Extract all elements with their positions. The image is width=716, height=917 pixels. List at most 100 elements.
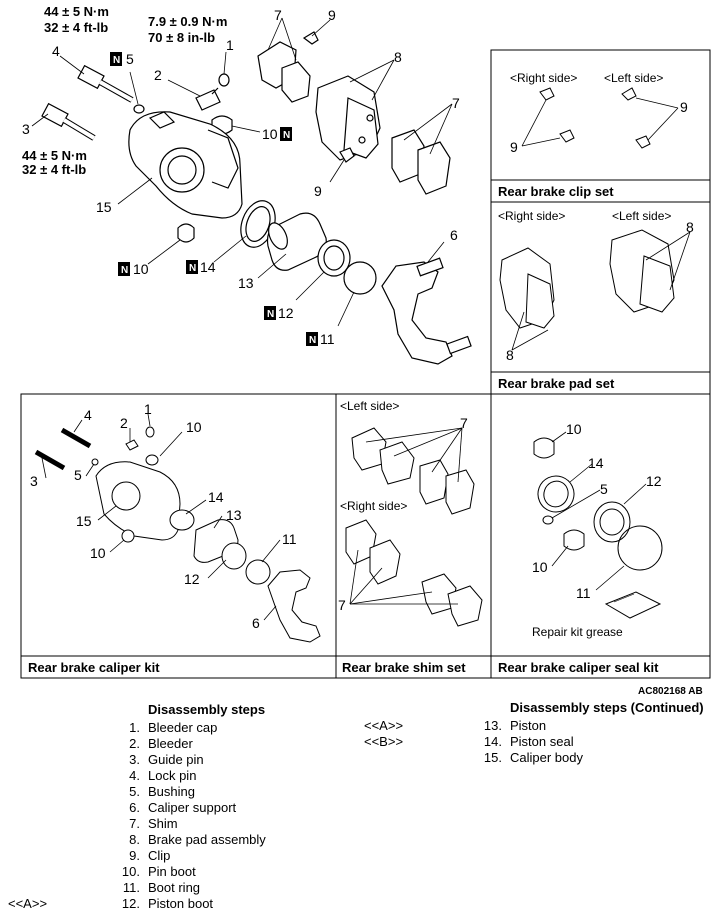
kit-callout-4: 4: [84, 407, 92, 423]
step-row: 9. Clip: [8, 848, 328, 864]
step-row: 8. Brake pad assembly: [8, 832, 328, 848]
callout-7-top: 7: [274, 7, 282, 23]
caliper-kit-drawings: [34, 426, 321, 643]
step-name: Bleeder cap: [148, 720, 218, 735]
caliper-kit-caption: Rear brake caliper kit: [28, 660, 160, 675]
step-name: Bleeder: [148, 736, 193, 751]
caliper-body-drawing: [128, 111, 243, 219]
step-ref: [8, 864, 108, 880]
callout-11: 11: [320, 331, 335, 347]
pad-callout-8-left: 8: [506, 347, 514, 363]
clip-callout-9-right: 9: [680, 99, 688, 115]
new-part-mark: [280, 127, 292, 141]
step-number: 8.: [129, 832, 140, 847]
clip-set-drawings: [539, 87, 651, 149]
seal-kit-labels: 10 14 5 12 10 11 Repair kit grease Rear …: [498, 421, 662, 675]
figure-id: AC802168 AB: [638, 686, 703, 697]
kit-callout-11: 11: [282, 531, 297, 547]
step-row: 6.Caliper support: [8, 800, 328, 816]
torque-4-ftlb: 32 ± 4 ft-lb: [44, 20, 108, 35]
clip-set-labels: <Right side> <Left side> 9 9 Rear brake …: [498, 71, 688, 199]
torque-3-ftlb: 32 ± 4 ft-lb: [22, 162, 86, 177]
caliper-support-drawing: [381, 257, 472, 365]
new-part-mark-text: N: [113, 55, 120, 66]
new-part-mark: [118, 262, 130, 276]
step-ref: [8, 720, 108, 736]
step-row: 11.Boot ring: [8, 880, 328, 896]
step-ref: [8, 768, 108, 784]
new-part-mark-text: N: [283, 130, 290, 141]
new-part-mark-text: N: [189, 263, 196, 274]
steps-right: Disassembly steps (Continued) <<A>> 13. Pi…: [364, 700, 714, 766]
new-part-mark: [306, 332, 318, 346]
kit-callout-1: 1: [144, 401, 152, 417]
steps-left-heading: Disassembly steps: [148, 702, 266, 717]
step-row: 7.Shim: [8, 816, 328, 832]
piston-drawing: [266, 212, 327, 271]
step-number: 14.: [483, 734, 502, 749]
step-number: 12.: [121, 896, 140, 911]
step-ref: [8, 832, 108, 848]
callout-5: 5: [126, 51, 134, 67]
step-name: Piston seal: [510, 734, 574, 749]
step-name: Shim: [148, 816, 178, 831]
shim-right-side-label: <Right side>: [340, 499, 407, 513]
step-name: Piston: [510, 718, 547, 733]
kit-callout-13: 13: [226, 507, 242, 523]
step-row: 1. Bleeder cap: [8, 720, 328, 736]
kit-callout-15: 15: [76, 513, 92, 529]
step-ref: <<A>>: [364, 718, 404, 733]
guide-pin-drawing: [41, 102, 96, 141]
callout-4: 4: [52, 43, 60, 59]
pad-callout-8-right: 8: [686, 219, 694, 235]
step-number: 9.: [129, 848, 140, 863]
kit-callout-3: 3: [30, 473, 38, 489]
seal-callout-14: 14: [588, 455, 604, 471]
step-name: Caliper body: [510, 750, 583, 765]
kit-row-panel: [20, 393, 711, 679]
shim-set-drawings: [345, 427, 483, 627]
kit-callout-2: 2: [120, 415, 128, 431]
shim-callout-7-top: 7: [460, 415, 468, 431]
pad-set-drawings: [499, 229, 675, 329]
pad-left-side-label: <Left side>: [612, 209, 671, 223]
step-number: 11.: [122, 880, 140, 895]
step-number: 1.: [129, 720, 140, 735]
seal-callout-12: 12: [646, 473, 662, 489]
step-ref: [8, 800, 108, 816]
kit-callout-6: 6: [252, 615, 260, 631]
callout-7-right: 7: [452, 95, 460, 111]
step-name: Clip: [148, 848, 171, 863]
main-labels: 44 ± 5 N·m 32 ± 4 ft-lb 7.9 ± 0.9 N·m 70…: [22, 4, 460, 347]
callout-12: 12: [278, 305, 294, 321]
step-ref: <<B>>: [364, 734, 404, 749]
repair-kit-grease-label: Repair kit grease: [532, 625, 623, 639]
shim-set-labels: <Left side> 7 <Right side> 7 Rear brake …: [338, 399, 468, 675]
kit-callout-5: 5: [74, 467, 82, 483]
kit-callout-14: 14: [208, 489, 224, 505]
callout-1: 1: [226, 37, 234, 53]
new-part-mark-text: N: [309, 335, 316, 346]
step-row: 15.Caliper body: [364, 750, 714, 766]
step-name: Piston boot: [148, 896, 214, 911]
steps-right-heading: Disassembly steps (Continued): [510, 700, 704, 715]
step-number: 5.: [129, 784, 140, 799]
callout-2: 2: [154, 67, 162, 83]
clip-callout-9-left: 9: [510, 139, 518, 155]
step-number: 13.: [483, 718, 502, 733]
clip-right-side-label: <Right side>: [510, 71, 577, 85]
step-ref: [8, 784, 108, 800]
seal-kit-drawings: [533, 437, 663, 619]
step-name: Brake pad assembly: [148, 832, 266, 847]
callout-10-top: 10: [262, 126, 278, 142]
step-number: 4.: [129, 768, 140, 783]
callout-9-bottom: 9: [314, 183, 322, 199]
shim-set-caption: Rear brake shim set: [342, 660, 466, 675]
step-ref: [364, 750, 464, 766]
bleeder-drawing: [195, 87, 221, 111]
new-part-mark: [110, 52, 122, 66]
new-part-mark-text: N: [121, 265, 128, 276]
torque-2-inlb: 70 ± 8 in-lb: [148, 30, 215, 45]
kit-callout-10-top: 10: [186, 419, 202, 435]
